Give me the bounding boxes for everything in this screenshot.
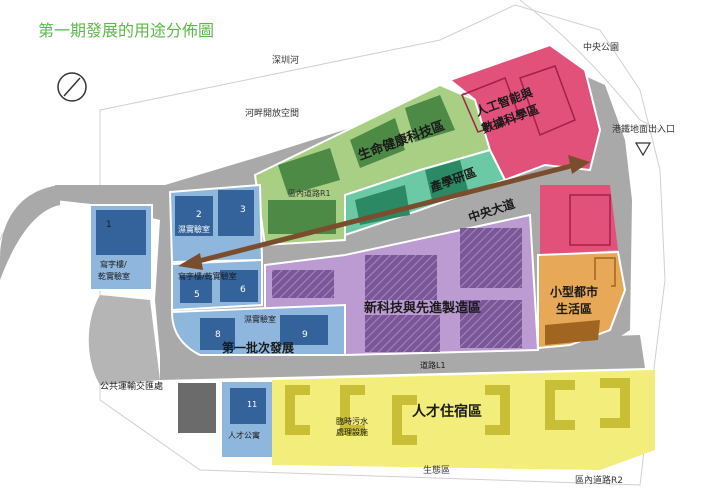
building bbox=[280, 315, 328, 345]
map-title: 第一期發展的用途分佈圖 bbox=[38, 21, 214, 40]
building bbox=[355, 185, 410, 225]
label-temp-sewage-2: 處理設施 bbox=[336, 427, 368, 437]
central-avenue-arrow bbox=[178, 155, 590, 270]
building bbox=[460, 300, 522, 348]
building bbox=[175, 196, 213, 236]
building bbox=[218, 190, 254, 236]
label-internal-road-r2: 區內道路R2 bbox=[575, 474, 623, 486]
housing-blocks bbox=[285, 378, 630, 445]
building bbox=[350, 118, 405, 168]
river-bank-line bbox=[519, 0, 661, 131]
west-loop-road bbox=[88, 295, 160, 385]
lab-number-2: 2 bbox=[196, 210, 202, 220]
label-small-urban-bg bbox=[545, 280, 611, 316]
label-office-dry-lab-a-1: 寫字樓/ bbox=[100, 259, 127, 269]
label-shenzhen-river: 深圳河 bbox=[272, 54, 299, 66]
label-riverside-open-space: 河畔開放空間 bbox=[245, 107, 299, 119]
label-office-dry-lab-b: 寫字樓/乾實驗室 bbox=[178, 271, 237, 281]
label-wet-lab-b: 濕實驗室 bbox=[244, 314, 276, 324]
label-internal-road-r1: 區內道路R1 bbox=[288, 188, 331, 198]
label-small-urban-1: 小型都市 bbox=[550, 284, 598, 299]
label-mtr-entrance: 港鐵地面出入口 bbox=[612, 123, 675, 135]
label-talent-housing: 人才住宿區 bbox=[412, 403, 482, 420]
building bbox=[425, 160, 468, 200]
label-temp-sewage-1: 臨時污水 bbox=[336, 416, 368, 426]
label-small-urban-2: 生活區 bbox=[556, 301, 592, 316]
building bbox=[569, 194, 611, 246]
label-first-batch: 第一批次發展 bbox=[222, 340, 294, 355]
lab-number-9: 9 bbox=[302, 330, 308, 340]
building bbox=[365, 315, 440, 352]
building bbox=[278, 148, 340, 195]
label-new-tech-zone: 新科技與先進製造區 bbox=[364, 300, 481, 316]
label-eco-zone: 生態區 bbox=[423, 464, 450, 476]
building bbox=[230, 388, 266, 424]
lab-number-6: 6 bbox=[240, 285, 246, 295]
triangle-station-icon bbox=[634, 142, 652, 157]
building bbox=[96, 210, 146, 255]
lab-number-1: 1 bbox=[106, 220, 112, 230]
building bbox=[180, 275, 212, 303]
building bbox=[365, 255, 437, 300]
label-wet-lab-a: 濕實驗室 bbox=[178, 224, 210, 234]
building bbox=[460, 228, 522, 288]
lab-number-5: 5 bbox=[194, 290, 200, 300]
talent-housing-zone bbox=[272, 370, 655, 470]
building bbox=[272, 270, 334, 298]
utility-block bbox=[178, 383, 216, 433]
lab-number-8: 8 bbox=[215, 330, 221, 340]
north-arrow-icon bbox=[57, 72, 87, 102]
lab-number-3: 3 bbox=[240, 205, 246, 215]
building bbox=[519, 65, 576, 137]
left-road-curve bbox=[0, 185, 60, 280]
lab-number-11: 11 bbox=[247, 400, 257, 409]
building bbox=[220, 270, 258, 302]
label-transport-hub: 公共運輸交匯處 bbox=[100, 380, 163, 392]
building bbox=[545, 320, 600, 345]
ai-data-science-zone-east bbox=[540, 185, 618, 255]
building bbox=[200, 318, 235, 350]
label-talent-apartment: 人才公寓 bbox=[228, 430, 260, 440]
label-road-l1: 道路L1 bbox=[420, 360, 446, 370]
building bbox=[405, 95, 455, 142]
label-office-dry-lab-a-2: 乾實驗室 bbox=[98, 271, 130, 281]
label-central-park: 中央公園 bbox=[583, 41, 619, 53]
building bbox=[461, 77, 521, 133]
